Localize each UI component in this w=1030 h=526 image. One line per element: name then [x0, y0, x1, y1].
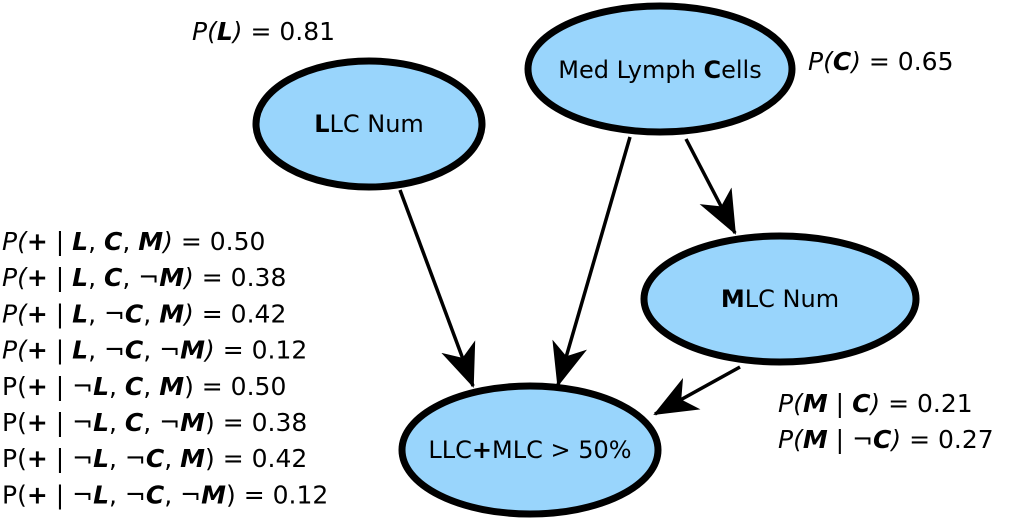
output-conditional-row: P(+ | L, C, M) = 0.50 [2, 227, 265, 256]
output-conditional-row: P(+ | ¬L, C, M) = 0.50 [2, 372, 286, 401]
edge-llc-to-output [398, 189, 476, 388]
mlc-conditional-table: P(M | C) = 0.21P(M | ¬C) = 0.27 [778, 389, 994, 454]
output-conditional-row: P(+ | L, ¬C, M) = 0.42 [2, 299, 286, 328]
node-llc-num: LLC Num [252, 57, 486, 191]
output-conditional-row: P(+ | ¬L, C, ¬M) = 0.38 [2, 408, 307, 437]
svg-text:LLC Num: LLC Num [314, 110, 424, 138]
svg-text:Med Lymph Cells: Med Lymph Cells [558, 56, 761, 84]
node-llc-mlc-output: LLC+MLC > 50% [398, 382, 662, 518]
node-med-lymph-cells: Med Lymph Cells [524, 2, 796, 136]
output-conditional-row: P(+ | L, ¬C, ¬M) = 0.12 [2, 336, 307, 365]
edge-cells-to-output [552, 136, 632, 387]
svg-text:MLC Num: MLC Num [721, 285, 839, 313]
prior-l: P(L) = 0.81 [192, 17, 335, 46]
output-conditional-table: P(+ | L, C, M) = 0.50P(+ | L, C, ¬M) = 0… [2, 227, 328, 509]
output-conditional-row: P(+ | ¬L, ¬C, M) = 0.42 [2, 444, 307, 473]
edge-mlc-to-output [653, 365, 741, 416]
edge-cells-to-mlc [684, 138, 737, 235]
svg-text:LLC+MLC > 50%: LLC+MLC > 50% [428, 436, 631, 464]
output-conditional-row: P(+ | ¬L, ¬C, ¬M) = 0.12 [2, 480, 328, 509]
output-conditional-row: P(+ | L, C, ¬M) = 0.38 [2, 263, 286, 292]
mlc-conditional-row: P(M | C) = 0.21 [778, 389, 973, 418]
mlc-conditional-row: P(M | ¬C) = 0.27 [778, 425, 994, 454]
node-mlc-num: MLC Num [640, 232, 920, 366]
prior-c: P(C) = 0.65 [808, 47, 953, 76]
